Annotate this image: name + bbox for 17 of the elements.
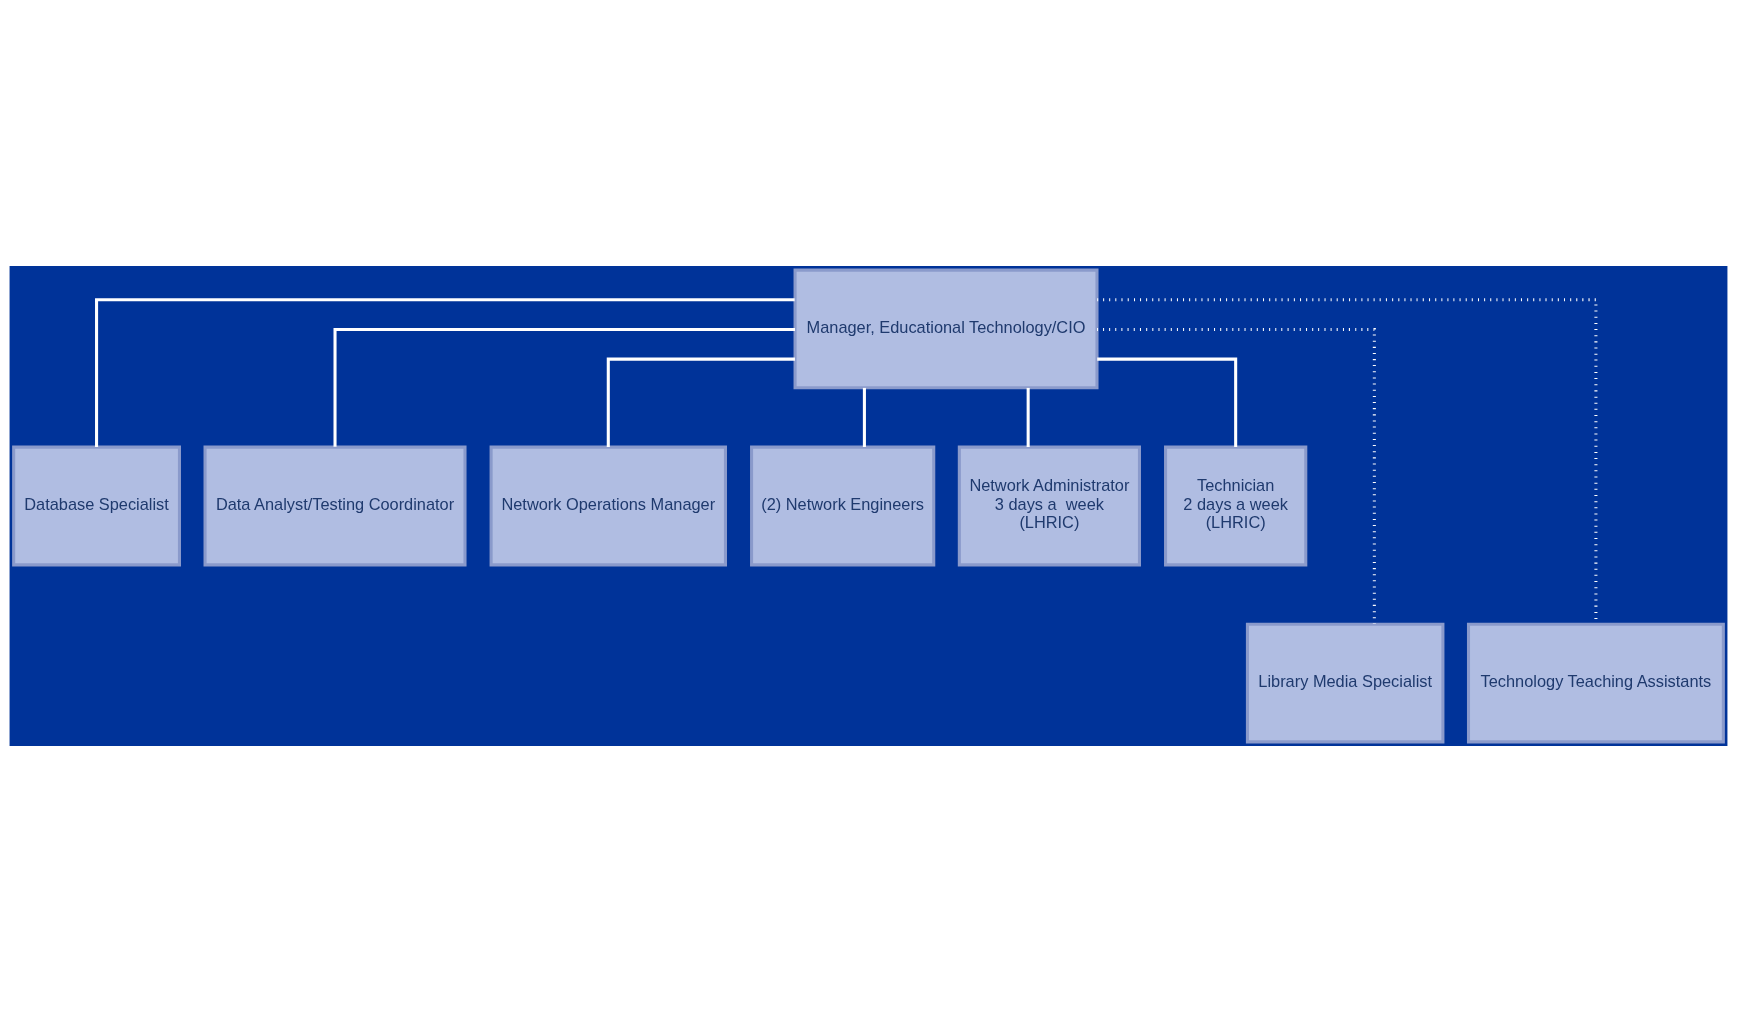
connector [95, 298, 795, 447]
node-box: Data Analyst/Testing Coordinator [203, 445, 467, 567]
connector [333, 327, 795, 447]
node-box: Network Administrator 3 days a week (LHRIC) [957, 445, 1141, 567]
node-box: Network Operations Manager [489, 445, 727, 567]
node-box: Manager, Educational Technology/CIO [793, 268, 1099, 390]
node-box: Library Media Specialist [1245, 622, 1445, 744]
node-box: Database Specialist [12, 445, 181, 567]
connector [862, 387, 866, 447]
connector [1097, 298, 1598, 624]
node-box: (2) Network Engineers [750, 445, 936, 567]
connector [1097, 327, 1376, 624]
connector [1097, 357, 1238, 448]
connector [1026, 387, 1030, 447]
node-box: Technology Teaching Assistants [1466, 622, 1725, 744]
node-box: Technician 2 days a week (LHRIC) [1164, 445, 1308, 567]
connector [606, 357, 795, 448]
